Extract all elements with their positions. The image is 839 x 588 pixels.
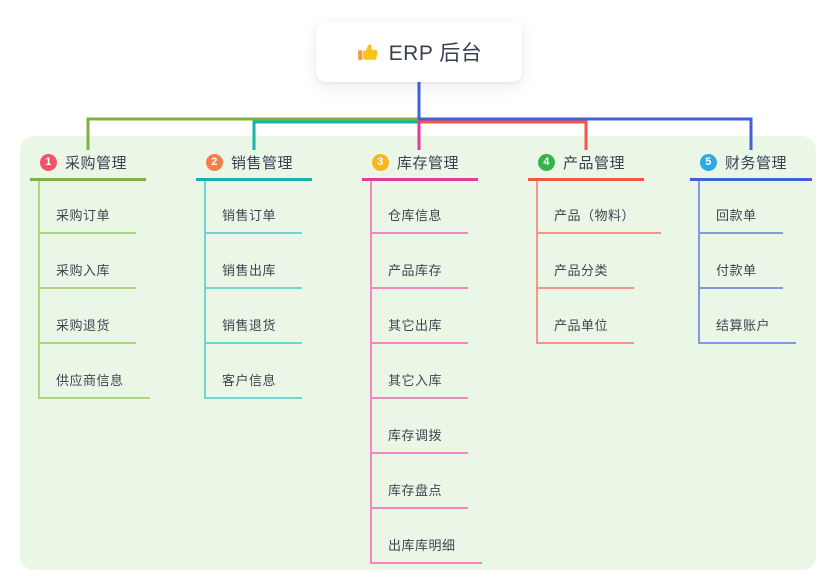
branch-2: 2 销售管理销售订单销售出库销售退货客户信息	[196, 150, 312, 399]
child-node[interactable]: 回款单	[698, 181, 783, 234]
child-node-label: 供应商信息	[56, 373, 124, 388]
child-node[interactable]: 产品分类	[536, 234, 635, 289]
child-node-label: 回款单	[716, 208, 757, 223]
branch-children: 回款单付款单结算账户	[698, 181, 812, 344]
child-node-label: 付款单	[716, 263, 757, 278]
child-node[interactable]: 其它出库	[370, 289, 469, 344]
child-node[interactable]: 库存盘点	[370, 454, 469, 509]
branch-number-badge: 5	[700, 154, 717, 171]
child-node-label: 仓库信息	[388, 208, 443, 223]
branch-number-badge: 3	[372, 154, 389, 171]
root-node[interactable]: ERP 后台	[316, 22, 522, 82]
child-node-label: 销售订单	[222, 208, 277, 223]
child-node-label: 出库库明细	[388, 538, 456, 553]
branch-4: 4 产品管理产品（物料） 产品分类产品单位	[528, 150, 662, 344]
child-node[interactable]: 采购退货	[38, 289, 137, 344]
child-node[interactable]: 库存调拨	[370, 399, 469, 454]
child-node[interactable]: 结算账户	[698, 289, 797, 344]
child-node[interactable]: 出库库明细	[370, 509, 482, 564]
child-node[interactable]: 采购订单	[38, 181, 137, 234]
child-node[interactable]: 供应商信息	[38, 344, 150, 399]
child-node-label: 库存调拨	[388, 428, 443, 443]
child-node-label: 客户信息	[222, 373, 277, 388]
child-node[interactable]: 采购入库	[38, 234, 137, 289]
branch-children: 产品（物料） 产品分类产品单位	[536, 181, 662, 344]
child-node[interactable]: 产品（物料）	[536, 181, 662, 234]
branch-number-badge: 4	[538, 154, 555, 171]
child-node-label: 库存盘点	[388, 483, 443, 498]
branch-1: 1 采购管理采购订单采购入库采购退货供应商信息	[30, 150, 150, 399]
branch-children: 采购订单采购入库采购退货供应商信息	[38, 181, 150, 399]
child-node-label: 其它出库	[388, 318, 443, 333]
thumbs-up-icon	[357, 43, 378, 60]
mindmap-canvas-panel	[20, 136, 816, 570]
child-node-label: 结算账户	[716, 318, 771, 333]
child-node[interactable]: 销售退货	[204, 289, 303, 344]
child-node[interactable]: 销售订单	[204, 181, 303, 234]
child-node-label: 采购订单	[56, 208, 111, 223]
child-node[interactable]: 销售出库	[204, 234, 303, 289]
branch-5: 5 财务管理回款单付款单结算账户	[690, 150, 812, 344]
child-node-label: 产品（物料）	[554, 208, 636, 223]
root-title: ERP 后台	[388, 42, 483, 65]
branch-label: 财务管理	[725, 155, 788, 172]
child-node-label: 销售退货	[222, 318, 277, 333]
child-node-label: 产品库存	[388, 263, 443, 278]
child-node[interactable]: 付款单	[698, 234, 783, 289]
branch-children: 仓库信息产品库存其它出库其它入库库存调拨库存盘点出库库明细	[370, 181, 482, 564]
child-node[interactable]: 其它入库	[370, 344, 469, 399]
child-node[interactable]: 客户信息	[204, 344, 303, 399]
branch-children: 销售订单销售出库销售退货客户信息	[204, 181, 312, 399]
branch-node-title[interactable]: 5 财务管理	[690, 150, 812, 181]
branch-node-title[interactable]: 2 销售管理	[196, 150, 312, 181]
child-node[interactable]: 产品库存	[370, 234, 469, 289]
branch-node-title[interactable]: 3 库存管理	[362, 150, 478, 181]
branch-label: 库存管理	[397, 155, 460, 172]
branch-number-badge: 1	[40, 154, 57, 171]
child-node-label: 销售出库	[222, 263, 277, 278]
branch-number-badge: 2	[206, 154, 223, 171]
branch-3: 3 库存管理仓库信息产品库存其它出库其它入库库存调拨库存盘点出库库明细	[362, 150, 482, 564]
child-node-label: 采购退货	[56, 318, 111, 333]
branch-label: 产品管理	[563, 155, 626, 172]
child-node-label: 产品分类	[554, 263, 609, 278]
child-node-label: 采购入库	[56, 263, 111, 278]
branch-label: 采购管理	[65, 155, 128, 172]
child-node[interactable]: 仓库信息	[370, 181, 469, 234]
branch-node-title[interactable]: 1 采购管理	[30, 150, 146, 181]
child-node-label: 产品单位	[554, 318, 609, 333]
child-node-label: 其它入库	[388, 373, 443, 388]
branch-label: 销售管理	[231, 155, 294, 172]
branch-node-title[interactable]: 4 产品管理	[528, 150, 644, 181]
child-node[interactable]: 产品单位	[536, 289, 635, 344]
